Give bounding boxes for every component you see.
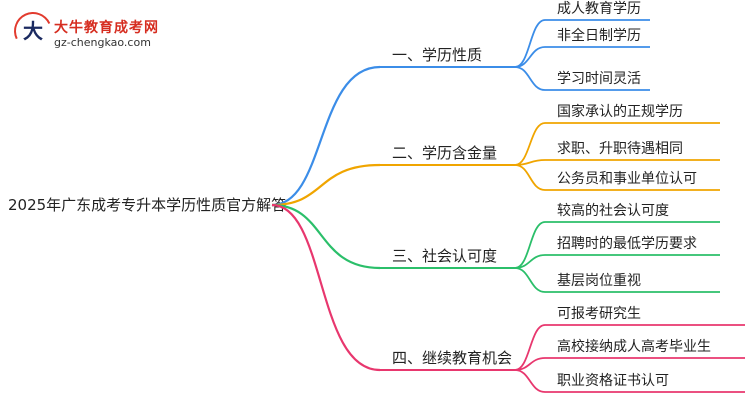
brand-url: gz-chengkao.com (54, 36, 151, 49)
leaf-label: 可报考研究生 (557, 306, 641, 322)
leaf-label: 非全日制学历 (557, 27, 641, 44)
branch-connector (271, 163, 381, 207)
branch-connector (271, 203, 381, 270)
leaf-connector (514, 122, 546, 166)
brand-name: 大牛教育成考网 (54, 20, 159, 36)
leaf-label: 国家承认的正规学历 (557, 103, 683, 120)
leaf-connector (514, 46, 546, 68)
leaf-connector (514, 369, 546, 393)
branch-label: 三、社会认可度 (392, 247, 497, 265)
leaf-label: 职业资格证书认可 (557, 373, 669, 389)
branch-label: 二、学历含金量 (392, 144, 497, 162)
root-label: 2025年广东成考专升本学历性质官方解答 (8, 196, 286, 214)
leaf-label: 基层岗位重视 (557, 272, 641, 289)
branch-connector (271, 65, 381, 207)
leaf-connector (514, 164, 546, 191)
leaf-connector (514, 267, 546, 293)
leaf-label: 求职、升职待遇相同 (557, 141, 683, 157)
branch-label: 一、学历性质 (392, 46, 482, 64)
leaf-connector (514, 221, 546, 269)
logo-mark-icon: 大 (23, 19, 43, 43)
leaf-label: 高校接纳成人高考毕业生 (557, 338, 711, 355)
leaf-connector (514, 66, 546, 91)
brand-logo: 大 大牛教育成考网 gz-chengkao.com (8, 6, 162, 56)
leaf-connector (514, 324, 546, 371)
leaf-label: 学习时间灵活 (557, 71, 641, 87)
leaf-label: 较高的社会认可度 (557, 202, 669, 219)
leaf-connector (514, 19, 546, 68)
leaf-label: 公务员和事业单位认可 (557, 171, 697, 187)
branch-connector (271, 203, 381, 372)
branch-label: 四、继续教育机会 (392, 349, 512, 367)
leaf-label: 招聘时的最低学历要求 (557, 236, 697, 252)
leaf-label: 成人教育学历 (557, 1, 641, 17)
